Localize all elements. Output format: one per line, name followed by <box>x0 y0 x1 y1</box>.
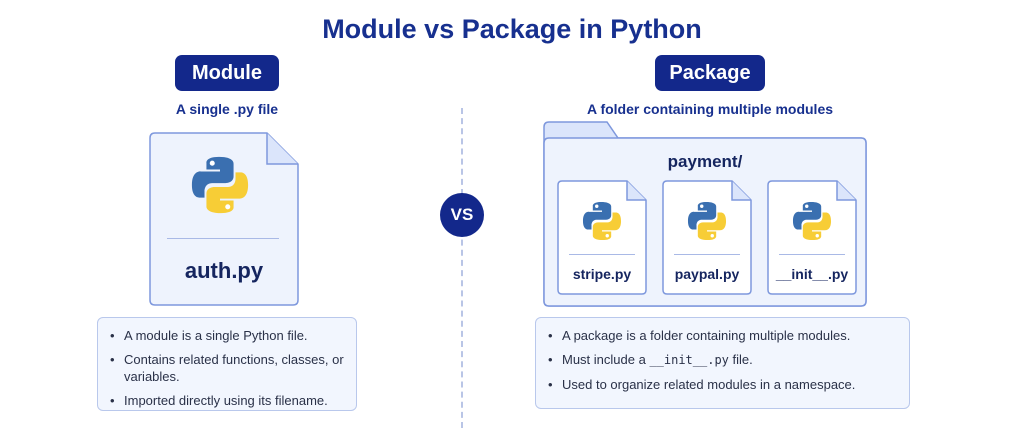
python-logo-icon <box>191 156 249 214</box>
module-heading: Module <box>175 55 279 91</box>
package-subtitle: A folder containing multiple modules <box>586 101 834 117</box>
package-file-name: __init__.py <box>775 266 849 282</box>
file-icon <box>149 132 299 306</box>
package-file-name: stripe.py <box>572 266 632 282</box>
package-note-item: Must include a __init__.py file. <box>546 351 899 369</box>
package-file-card: stripe.py <box>557 180 647 295</box>
python-logo-icon <box>582 201 622 241</box>
center-divider <box>461 108 463 428</box>
module-note-item: Contains related functions, classes, or … <box>108 351 346 385</box>
file-divider-line <box>167 238 279 239</box>
vs-badge: VS <box>440 193 484 237</box>
python-logo-icon <box>792 201 832 241</box>
package-file-card: __init__.py <box>767 180 857 295</box>
python-logo-icon <box>687 201 727 241</box>
package-folder: payment/ stripe.py paypal.py <box>543 121 867 307</box>
module-notes: A module is a single Python file. Contai… <box>97 317 357 411</box>
package-folder-name: payment/ <box>667 152 743 171</box>
file-divider-line <box>779 254 845 255</box>
page-title: Module vs Package in Python <box>322 14 702 44</box>
package-heading: Package <box>655 55 765 91</box>
package-file-name: paypal.py <box>674 266 740 282</box>
package-note-item: Used to organize related modules in a na… <box>546 376 899 393</box>
module-file-card: auth.py <box>149 132 299 306</box>
package-notes: A package is a folder containing multipl… <box>535 317 910 409</box>
file-divider-line <box>674 254 740 255</box>
module-note-item: Imported directly using its filename. <box>108 392 346 409</box>
module-file-name: auth.py <box>184 258 264 283</box>
module-note-item: A module is a single Python file. <box>108 327 346 344</box>
module-subtitle: A single .py file <box>175 101 279 117</box>
package-file-card: paypal.py <box>662 180 752 295</box>
package-note-item: A package is a folder containing multipl… <box>546 327 899 344</box>
note-text: file. <box>728 352 753 367</box>
file-divider-line <box>569 254 635 255</box>
init-file-code: __init__.py <box>649 353 729 367</box>
note-text: Must include a <box>562 352 650 367</box>
